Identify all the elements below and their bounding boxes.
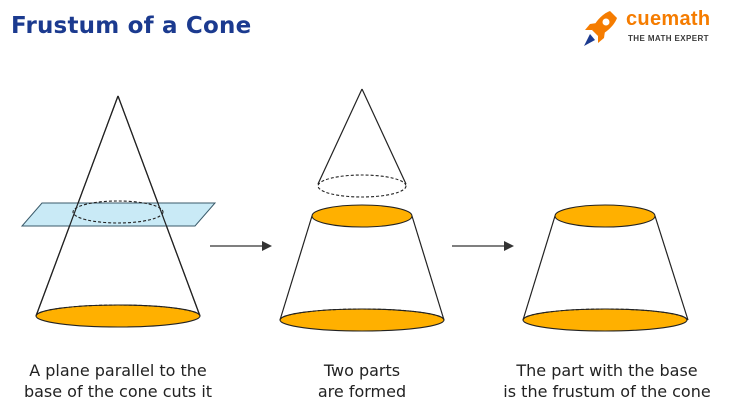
caption-line: is the frustum of the cone (503, 382, 711, 401)
caption-line: The part with the base (516, 361, 698, 380)
frustum-top (311, 204, 413, 228)
step-3-frustum (522, 204, 689, 332)
frustum-right-edge (411, 215, 445, 321)
right-arrow (452, 241, 514, 251)
page-title: Frustum of a Cone (11, 13, 252, 39)
caption-step-1: A plane parallel to the base of the cone… (6, 360, 230, 402)
logo-tagline: THE MATH EXPERT (628, 34, 709, 43)
caption-step-3: The part with the base is the frustum of… (490, 360, 724, 402)
frustum-top (554, 204, 656, 228)
small-cone-left-edge (317, 88, 363, 185)
step-2-parts (279, 88, 445, 332)
step-1-cone (20, 95, 217, 328)
caption-step-2: Two parts are formed (262, 360, 462, 402)
logo-wordmark: cuemath (626, 8, 711, 30)
small-cone-right-edge (361, 88, 407, 185)
cut-circle (72, 200, 164, 224)
caption-line: A plane parallel to the (29, 361, 207, 380)
small-cone-base (317, 174, 407, 198)
caption-line: Two parts (323, 361, 401, 380)
right-arrow (210, 241, 272, 251)
caption-line: base of the cone cuts it (23, 382, 213, 401)
rocket-icon (584, 11, 617, 46)
frustum-right-edge (654, 215, 689, 321)
caption-line: are formed (317, 382, 407, 401)
frustum-left-edge (522, 215, 556, 321)
cuemath-logo: cuemath THE MATH EXPERT (578, 6, 728, 54)
frustum-left-edge (279, 215, 313, 321)
